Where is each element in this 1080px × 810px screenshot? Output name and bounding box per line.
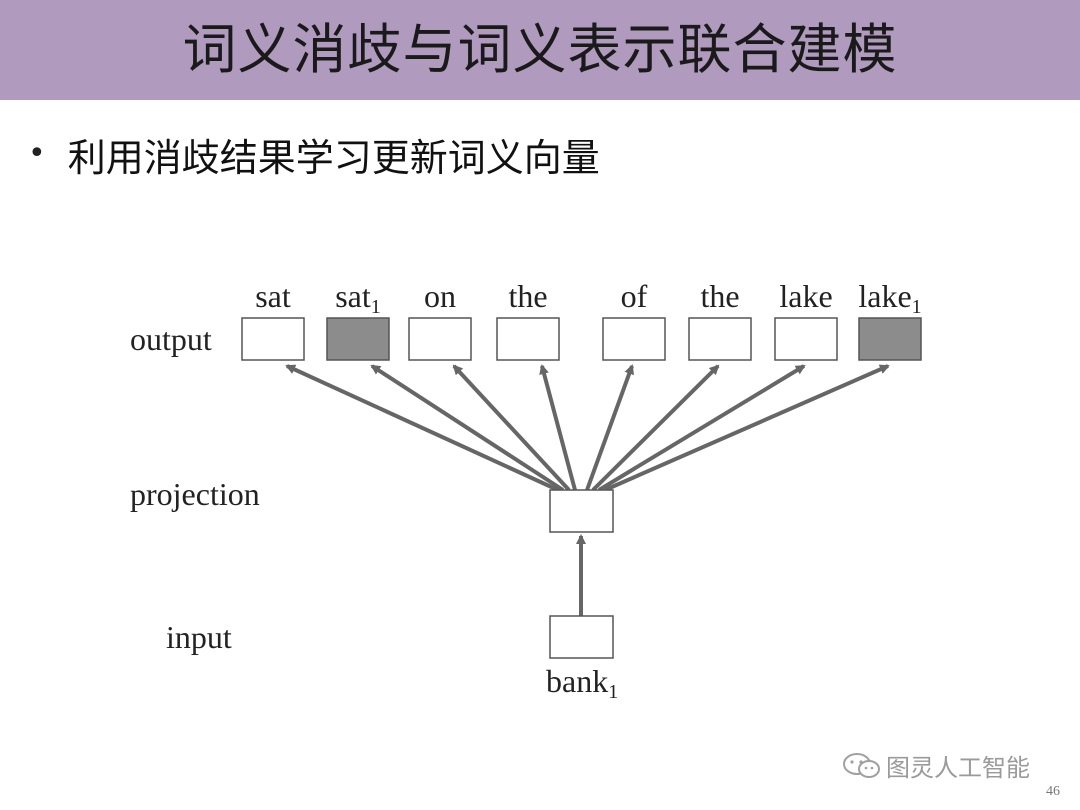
slide-title: 词义消歧与词义表示联合建模 (182, 18, 898, 81)
output-box (496, 317, 560, 361)
watermark-text: 图灵人工智能 (886, 754, 1030, 782)
title-bar (0, 0, 1080, 100)
arrow-layer (285, 364, 890, 492)
input-box (549, 615, 614, 659)
output-word-label: lake1 (858, 278, 921, 318)
output-word-label: the (508, 278, 547, 314)
layer-label-input: input (166, 619, 232, 655)
output-box (241, 317, 305, 361)
layer-label-output: output (130, 321, 212, 357)
output-word-subscript: 1 (912, 296, 922, 318)
output-word-label: lake (779, 278, 832, 314)
projection-to-output-arrow (597, 364, 806, 492)
input-word-subscript: 1 (608, 681, 618, 703)
input-word-base: bank (546, 663, 608, 699)
output-box-shaded (858, 317, 922, 361)
layer-label-projection: projection (130, 476, 260, 512)
output-word-base: lake (858, 278, 911, 314)
output-word-label: on (424, 278, 456, 314)
projection-box (549, 489, 614, 533)
projection-to-output-arrow (370, 364, 565, 492)
watermark: 图灵人工智能 (842, 748, 1030, 783)
page-number: 46 (1046, 784, 1060, 799)
output-word-base: the (700, 278, 739, 314)
projection-to-output-arrow (452, 364, 571, 492)
bullet-text: 利用消歧结果学习更新词义向量 (67, 135, 600, 180)
bullet-item: • 利用消歧结果学习更新词义向量 (28, 124, 600, 184)
output-box-shaded (326, 317, 390, 361)
output-box (774, 317, 838, 361)
output-word-label: of (621, 278, 648, 314)
output-word-base: sat (335, 278, 371, 314)
output-word-base: sat (255, 278, 291, 314)
projection-to-output-arrow (604, 364, 890, 492)
bullet-dot-icon: • (28, 136, 46, 171)
output-word-base: lake (779, 278, 832, 314)
projection-to-output-arrow (285, 364, 559, 492)
projection-to-output-arrow (585, 364, 634, 491)
output-word-base: the (508, 278, 547, 314)
output-box (688, 317, 752, 361)
output-word-subscript: 1 (371, 296, 381, 318)
output-word-base: on (424, 278, 456, 314)
output-box (408, 317, 472, 361)
output-word-label: sat (255, 278, 291, 314)
wechat-logo-icon (843, 752, 880, 778)
output-box (602, 317, 666, 361)
projection-to-output-arrow (591, 364, 720, 492)
projection-to-output-arrow (539, 364, 577, 491)
output-word-label: sat1 (335, 278, 381, 318)
input-word-label: bank1 (546, 663, 618, 703)
output-word-base: of (621, 278, 648, 314)
output-word-label: the (700, 278, 739, 314)
